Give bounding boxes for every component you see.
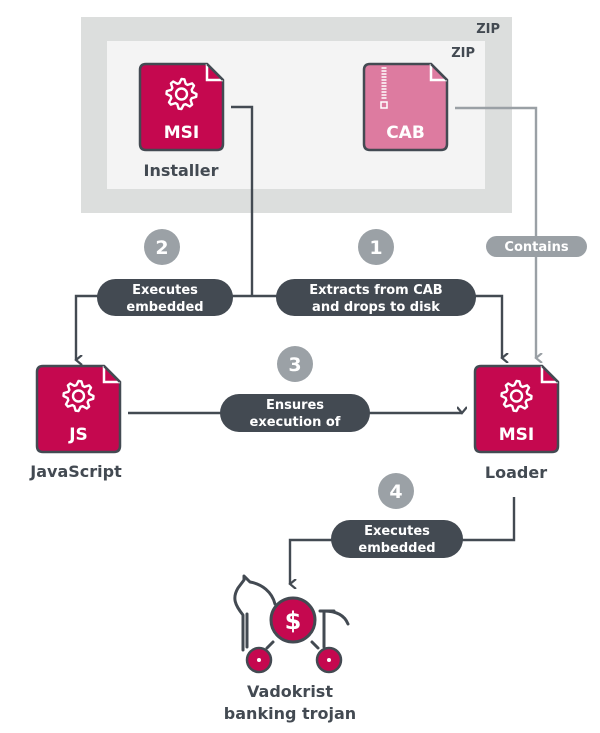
step-4-label: Executes embedded <box>331 520 463 558</box>
svg-text:and drops to disk: and drops to disk <box>312 300 440 315</box>
svg-text:3: 3 <box>288 354 301 376</box>
svg-text:4: 4 <box>389 481 402 503</box>
step-2-badge: 2 <box>144 229 180 265</box>
gear-icon <box>500 379 533 413</box>
svg-text:Executes: Executes <box>364 524 430 539</box>
trojan-caption-line1: Vadokrist <box>247 682 333 701</box>
zipper-icon <box>380 67 388 109</box>
loader-caption: Loader <box>485 463 547 482</box>
cab-file-icon: CAB <box>362 62 449 152</box>
javascript-file-icon: JS <box>35 364 122 454</box>
right-wheel-icon <box>315 646 343 674</box>
step-2-label: Executes embedded <box>97 279 233 316</box>
installer-connector <box>231 105 254 296</box>
svg-text:$: $ <box>285 607 302 635</box>
dollar-coin-icon: $ <box>269 596 317 644</box>
javascript-caption: JavaScript <box>29 462 122 481</box>
outer-zip-label: ZIP <box>476 22 500 37</box>
svg-text:Ensures: Ensures <box>266 398 324 413</box>
loader-file-icon: MSI <box>473 364 560 454</box>
installer-badge-text: MSI <box>164 123 200 143</box>
inner-zip-label: ZIP <box>451 46 475 61</box>
installer-file-icon: MSI <box>138 62 225 152</box>
svg-text:Contains: Contains <box>504 240 568 255</box>
left-wheel-icon <box>245 646 273 674</box>
svg-text:1: 1 <box>369 237 382 259</box>
cab-badge-text: CAB <box>386 123 425 143</box>
svg-text:embedded: embedded <box>126 300 203 315</box>
step-3-label: Ensures execution of <box>220 394 370 432</box>
contains-arrow <box>455 106 536 358</box>
gear-icon <box>165 77 198 111</box>
javascript-badge-text: JS <box>68 425 88 445</box>
svg-text:embedded: embedded <box>358 541 435 556</box>
trojan-caption-line2: banking trojan <box>224 704 356 723</box>
contains-label: Contains <box>486 236 587 257</box>
trojan-horse-icon <box>233 574 350 652</box>
svg-text:execution of: execution of <box>250 415 341 430</box>
step-1-label: Extracts from CAB and drops to disk <box>276 279 476 316</box>
step-4-badge: 4 <box>378 473 414 509</box>
gear-icon <box>62 379 95 413</box>
svg-text:Extracts from CAB: Extracts from CAB <box>309 283 442 298</box>
svg-text:2: 2 <box>155 237 168 259</box>
installer-caption: Installer <box>143 161 218 180</box>
step-1-badge: 1 <box>358 229 394 265</box>
svg-text:Executes: Executes <box>132 283 198 298</box>
loader-badge-text: MSI <box>499 425 535 445</box>
step-3-badge: 3 <box>277 346 313 382</box>
